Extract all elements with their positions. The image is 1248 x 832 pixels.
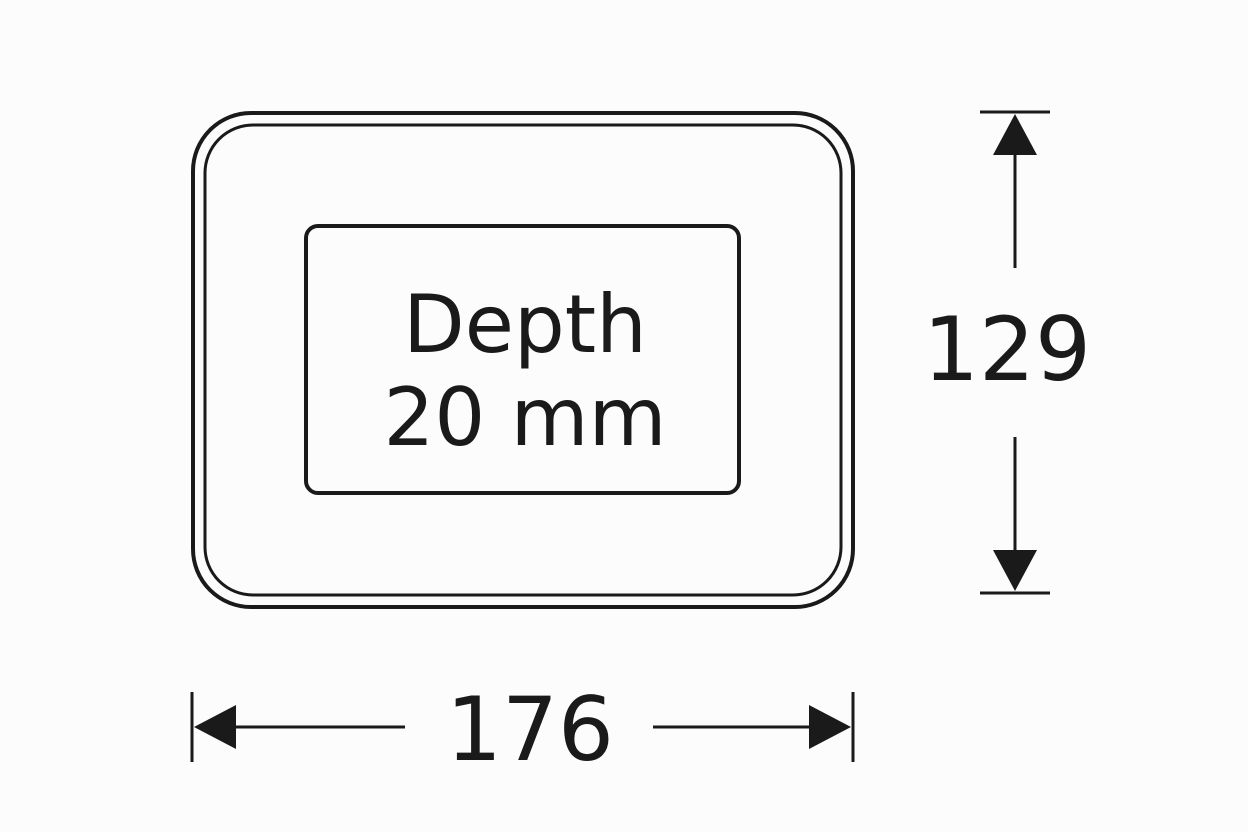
- label-box: [304, 224, 741, 495]
- depth-label-line2: 20 mm: [383, 371, 666, 464]
- height-value: 129: [923, 298, 1091, 401]
- arrow-right-icon: [809, 705, 851, 749]
- tray-outer-outline: [191, 111, 855, 609]
- tray-inner-outline: [203, 123, 843, 597]
- width-value: 176: [446, 678, 614, 781]
- width-dimension: [190, 692, 855, 762]
- height-dimension: [980, 110, 1050, 595]
- arrow-up-icon: [993, 114, 1037, 155]
- depth-label-line1: Depth: [403, 278, 647, 371]
- arrow-down-icon: [993, 550, 1037, 591]
- arrow-left-icon: [194, 705, 236, 749]
